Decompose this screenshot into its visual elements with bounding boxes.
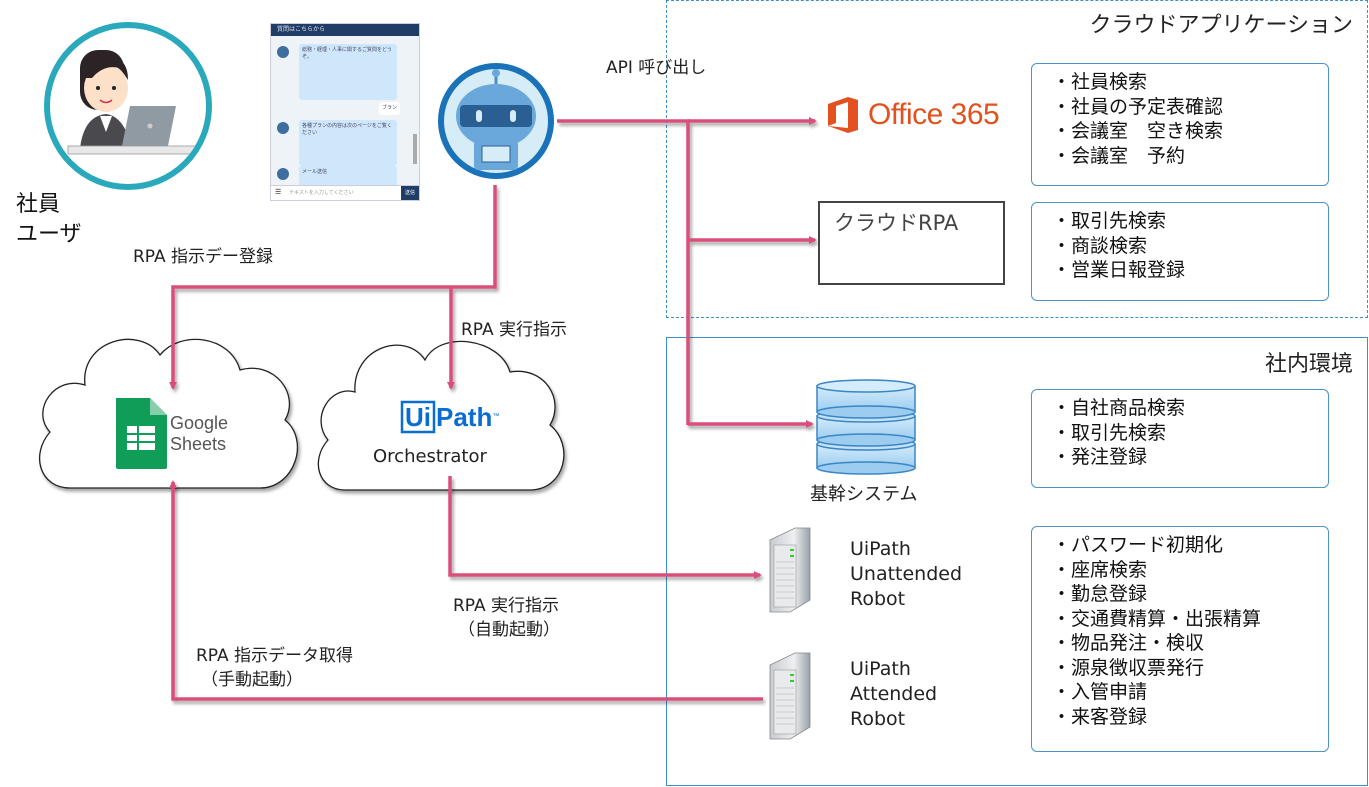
google-sheets-label: Google Sheets	[170, 413, 228, 455]
task-item: 会議室 空き検索	[1052, 119, 1328, 144]
task-item: 交通費精算・出張精算	[1052, 607, 1328, 632]
attended-server-icon	[769, 652, 811, 740]
attended-line2: Attended	[850, 683, 938, 705]
onprem-zone: 社内環境	[666, 337, 1368, 786]
bot-avatar-icon	[277, 46, 289, 58]
rpa-register-line	[169, 185, 497, 390]
bot-avatar-icon	[277, 122, 289, 134]
attended-line1: UiPath	[850, 658, 911, 680]
uipath-ui-text: Ui	[405, 402, 431, 432]
office365-logo: Office 365	[826, 96, 1000, 134]
database-icon	[816, 379, 916, 475]
task-item: 座席検索	[1052, 558, 1328, 583]
chat-message: メール送信	[299, 166, 397, 188]
google-cloud-shape	[39, 338, 299, 489]
task-item: 自社商品検索	[1052, 396, 1328, 421]
rpa-fetch-label-1: RPA 指示データ取得	[196, 646, 354, 666]
task-item: 営業日報登録	[1052, 258, 1328, 283]
api-call-line	[557, 119, 690, 425]
cloud-rpa-label: クラウドRPA	[834, 211, 959, 235]
chat-send-button[interactable]: 送信	[401, 186, 419, 200]
api-call-label: API 呼び出し	[606, 58, 707, 78]
office365-label: Office 365	[868, 98, 1000, 131]
cloud-rpa-node: クラウドRPA	[818, 201, 1005, 285]
rpa-exec-auto-line	[448, 476, 762, 579]
task-item: 発注登録	[1052, 445, 1328, 470]
cloud-rpa-task-list: 取引先検索 商談検索 営業日報登録	[1031, 202, 1329, 301]
bot-avatar-icon	[277, 168, 289, 180]
unattended-robot-label: UiPath Unattended Robot	[850, 537, 962, 612]
task-item: 入管申請	[1052, 680, 1328, 705]
task-item: 会議室 予約	[1052, 144, 1328, 169]
chat-scrollbar[interactable]	[413, 134, 417, 164]
rpa-exec-label: RPA 実行指示	[461, 320, 568, 340]
task-item: 商談検索	[1052, 234, 1328, 259]
user-avatar	[44, 22, 212, 190]
cloud-application-zone: クラウドアプリケーション	[666, 0, 1368, 318]
google-sheets-line2: Sheets	[170, 434, 227, 454]
unattended-line2: Unattended	[850, 563, 963, 585]
chat-header[interactable]: 質問はこちらから	[271, 24, 419, 36]
robot-task-list: パスワード初期化 座席検索 勤怠登録 交通費精算・出張精算 物品発注・検収 源泉…	[1031, 526, 1329, 752]
user-label-line1: 社員	[16, 192, 61, 217]
menu-icon[interactable]: ☰	[275, 188, 282, 196]
task-item: 来客登録	[1052, 705, 1328, 730]
chat-message-user: ブラン	[379, 102, 401, 115]
office-icon	[828, 97, 858, 133]
unattended-line1: UiPath	[850, 538, 911, 560]
core-system-task-list: 自社商品検索 取引先検索 発注登録	[1031, 389, 1329, 488]
rpa-register-label: RPA 指示デー登録	[133, 247, 274, 267]
task-item: 源泉徴収票発行	[1052, 656, 1328, 681]
orchestrator-label: Orchestrator	[373, 446, 487, 467]
core-system-label: 基幹システム	[810, 484, 918, 505]
google-sheets-icon	[116, 398, 167, 469]
task-item: 取引先検索	[1052, 209, 1328, 234]
uipath-path-text: Path	[436, 402, 493, 432]
user-label-line2: ユーザ	[16, 222, 82, 247]
task-item: 勤怠登録	[1052, 582, 1328, 607]
rpa-fetch-label-2: （手動起動）	[201, 670, 303, 690]
rpa-exec-auto-label-1: RPA 実行指示	[453, 596, 560, 616]
uipath-logo-icon	[400, 400, 436, 434]
user-label: 社員 ユーザ	[16, 190, 82, 250]
attended-line3: Robot	[850, 708, 906, 730]
task-item: 社員検索	[1052, 70, 1328, 95]
uipath-cloud-shape	[317, 340, 565, 491]
unattended-server-icon	[769, 527, 811, 613]
chat-message: 総務・経理・人事に関するご質問をどうぞ。	[299, 44, 397, 100]
chat-message: 各種プランの内容は次のページをご覧ください	[299, 120, 397, 166]
rpa-exec-auto-label-2: （自動起動）	[458, 620, 560, 640]
rpa-fetch-line	[169, 480, 763, 701]
robot-avatar-icon	[438, 63, 554, 179]
task-item: 物品発注・検収	[1052, 631, 1328, 656]
chatbot-window: 質問はこちらから 総務・経理・人事に関するご質問をどうぞ。 ブラン 各種プランの…	[270, 23, 420, 201]
chat-input[interactable]: ☰ テキストを入力してください	[271, 185, 419, 200]
attended-robot-label: UiPath Attended Robot	[850, 657, 937, 732]
task-item: パスワード初期化	[1052, 533, 1328, 558]
google-sheets-line1: Google	[170, 413, 229, 433]
office365-task-list: 社員検索 社員の予定表確認 会議室 空き検索 会議室 予約	[1031, 63, 1329, 186]
chat-input-placeholder: テキストを入力してください	[289, 190, 354, 196]
uipath-tm: ™	[492, 413, 500, 420]
task-item: 社員の予定表確認	[1052, 95, 1328, 120]
task-item: 取引先検索	[1052, 421, 1328, 446]
unattended-line3: Robot	[850, 588, 906, 610]
cloud-zone-title: クラウドアプリケーション	[1089, 13, 1353, 38]
onprem-zone-title: 社内環境	[1264, 352, 1353, 377]
office-worker-icon	[67, 50, 199, 155]
